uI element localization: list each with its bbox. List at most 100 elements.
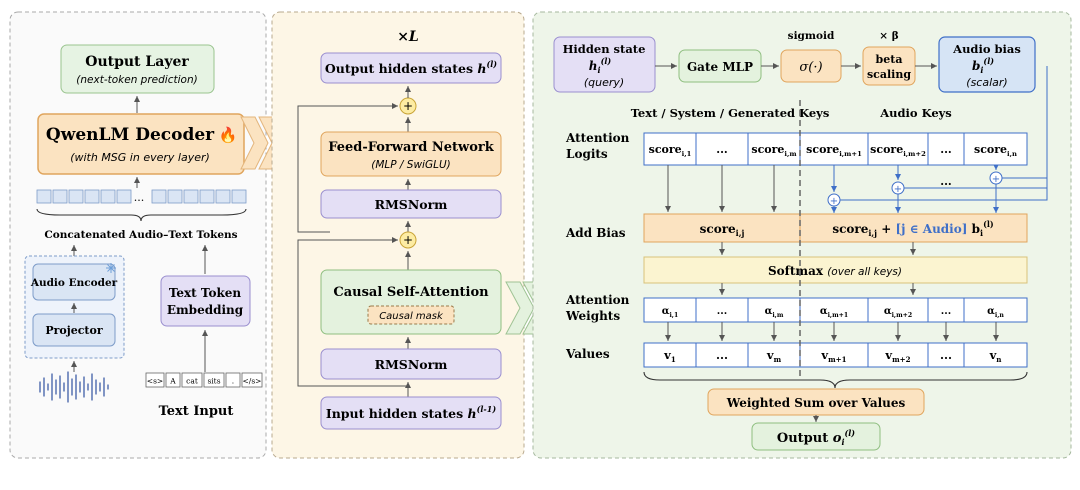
sigma-box: σ(·) <box>780 49 842 83</box>
text-input-token: sits <box>207 377 220 386</box>
text-input-token: <s> <box>147 377 163 386</box>
logit-cell <box>747 132 801 166</box>
weight-value: ... <box>941 306 951 317</box>
flame-icon: 🔥 <box>219 126 238 144</box>
logit-value: scorei,n <box>974 143 1017 158</box>
svg-text:hi(l): hi(l) <box>589 56 612 75</box>
audio-indicator: [j ∈ Audio] <box>896 222 968 236</box>
gate-mlp-box: Gate MLP <box>678 49 762 83</box>
text-token <box>231 189 247 204</box>
text-token <box>167 189 183 204</box>
audio-bias-box: Audio bias bi(l) (scalar) <box>938 36 1036 93</box>
audio-token <box>100 189 116 204</box>
value-value: ... <box>940 348 952 362</box>
svg-text:Output hidden states h(l): Output hidden states h(l) <box>325 59 497 76</box>
audio-bias-math: b <box>972 59 980 73</box>
value-value: v1 <box>663 348 676 364</box>
text-input-token-box <box>225 372 241 388</box>
text-token <box>199 189 215 204</box>
logit-value: ... <box>940 143 952 156</box>
output-layer-box: Output Layer (next-token prediction) <box>60 44 215 94</box>
svg-text:+: + <box>894 184 902 195</box>
input-states-math: h <box>468 406 477 421</box>
text-token-line1: Text Token <box>169 286 242 300</box>
weight-cell <box>867 297 929 323</box>
text-token <box>215 189 231 204</box>
text-input-token-box <box>203 372 225 388</box>
svg-text:+: + <box>992 174 1000 185</box>
weight-value: ... <box>717 306 727 317</box>
flow-arrows <box>665 165 999 341</box>
text-keys-header: Text / System / Generated Keys <box>631 106 830 120</box>
hidden-state-sup: (l) <box>601 56 612 66</box>
value-cell <box>927 342 965 368</box>
logit-value: scorei,1 <box>649 143 692 158</box>
row-label-logits-2: Logits <box>566 147 608 161</box>
text-token <box>151 189 167 204</box>
logit-value: ... <box>716 143 728 156</box>
text-input-token: </s> <box>243 377 262 386</box>
sigma-label: σ(·) <box>799 60 822 75</box>
concat-label: Concatenated Audio–Text Tokens <box>44 229 237 241</box>
audio-bias-sub: i <box>980 65 983 75</box>
left-panel: Output Layer (next-token prediction) Qwe… <box>9 11 267 459</box>
token-ellipsis: ... <box>134 191 145 204</box>
output-states-sup: (l) <box>486 59 497 69</box>
input-states-text: Input hidden states <box>326 406 463 421</box>
output-text: Output <box>777 431 828 446</box>
audio-bias-note: (scalar) <box>966 76 1007 89</box>
hidden-state-line1: Hidden state <box>563 42 646 56</box>
audio-token <box>84 189 100 204</box>
decoder-subtitle: (with MSG in every layer) <box>70 151 210 164</box>
audio-token <box>36 189 52 204</box>
audio-encoder-group: Audio Encoder Projector <box>24 255 125 359</box>
logit-cell <box>643 132 697 166</box>
causal-attention-box: Causal Self-Attention Causal mask <box>320 269 502 335</box>
text-token-line2: Embedding <box>167 303 244 317</box>
right-panel: Hidden state hi(l) (query) Gate MLP sigm… <box>532 11 1072 459</box>
concat-brace <box>36 208 247 222</box>
output-layer-subtitle: (next-token prediction) <box>76 74 197 86</box>
beta-scaling-box: beta scaling <box>862 46 916 86</box>
add-bias-text-base: score <box>700 222 736 236</box>
audio-token <box>68 189 84 204</box>
text-input-token-box <box>181 372 203 388</box>
value-cell <box>643 342 697 368</box>
hidden-state-math: h <box>589 59 598 73</box>
svg-text:Softmax (over all keys): Softmax (over all keys) <box>768 264 902 278</box>
projector-label: Projector <box>45 324 102 337</box>
value-cell <box>963 342 1028 368</box>
text-input-token-box <box>165 372 181 388</box>
row-label-add-bias: Add Bias <box>565 226 626 240</box>
beta-line1: beta <box>876 53 903 66</box>
waveform-icon <box>39 371 109 403</box>
add-bias-audio-base: score <box>832 222 868 236</box>
svg-text:Input hidden states h(l-1): Input hidden states h(l-1) <box>326 404 496 421</box>
weight-value: αi,m+1 <box>820 306 848 319</box>
output-math: o <box>833 431 842 446</box>
logit-cell <box>927 132 965 166</box>
svg-text:+: + <box>830 196 838 207</box>
audio-bias-ellipsis: ... <box>940 175 952 188</box>
rmsnorm-top-box: RMSNorm <box>320 189 502 219</box>
text-input-token: . <box>232 377 234 386</box>
attention-title: Causal Self-Attention <box>333 285 489 300</box>
repeat-label: ×L <box>397 29 419 45</box>
gate-mlp-label: Gate MLP <box>687 60 753 74</box>
ffn-box: Feed-Forward Network (MLP / SwiGLU) <box>320 131 502 177</box>
row-label-weights-1: Attention <box>565 293 630 307</box>
text-input-label: Text Input <box>159 404 234 419</box>
audio-bias-line1: Audio bias <box>952 42 1021 56</box>
residual-plus-top: + <box>403 99 413 113</box>
logit-value: scorei,m+2 <box>870 143 926 158</box>
middle-panel: ×L Output hidden states h(l) + Feed-Forw… <box>271 11 525 459</box>
softmax-box: Softmax (over all keys) <box>643 256 1028 284</box>
token-strip: ... <box>36 189 247 204</box>
text-input-token-box <box>145 372 165 388</box>
audio-token <box>116 189 132 204</box>
logit-cell <box>867 132 929 166</box>
bias-add-nodes: + + + ... <box>827 171 1003 207</box>
logit-to-bias-arrows <box>831 164 999 213</box>
